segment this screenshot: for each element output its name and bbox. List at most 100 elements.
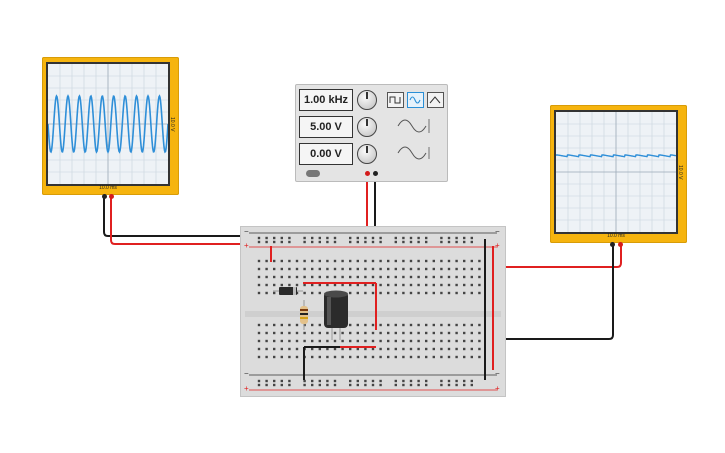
breadboard-hole[interactable]	[265, 267, 268, 271]
breadboard-hole[interactable]	[425, 383, 428, 387]
breadboard-hole[interactable]	[288, 236, 291, 240]
breadboard-hole[interactable]	[356, 331, 359, 335]
breadboard-hole[interactable]	[333, 267, 337, 271]
breadboard-hole[interactable]	[432, 331, 435, 335]
breadboard-hole[interactable]	[463, 275, 466, 279]
breadboard-hole[interactable]	[265, 291, 268, 295]
breadboard-hole[interactable]	[447, 383, 451, 387]
breadboard-hole[interactable]	[409, 323, 413, 327]
breadboard-hole[interactable]	[364, 379, 367, 383]
breadboard-hole[interactable]	[303, 283, 306, 287]
breadboard-hole[interactable]	[273, 323, 276, 327]
triangle-wave-button[interactable]	[427, 92, 444, 108]
breadboard-hole[interactable]	[257, 355, 261, 359]
breadboard-hole[interactable]	[463, 383, 466, 387]
breadboard-hole[interactable]	[417, 291, 420, 295]
breadboard-hole[interactable]	[425, 259, 428, 263]
breadboard-hole[interactable]	[440, 267, 443, 271]
breadboard-hole[interactable]	[371, 339, 375, 343]
breadboard-hole[interactable]	[447, 240, 451, 244]
breadboard-hole[interactable]	[326, 259, 329, 263]
breadboard-hole[interactable]	[356, 236, 359, 240]
breadboard-hole[interactable]	[455, 259, 458, 263]
breadboard-hole[interactable]	[425, 331, 428, 335]
breadboard-hole[interactable]	[402, 383, 405, 387]
breadboard-hole[interactable]	[333, 339, 337, 343]
breadboard-hole[interactable]	[371, 323, 375, 327]
breadboard-hole[interactable]	[379, 283, 382, 287]
breadboard-hole[interactable]	[394, 383, 397, 387]
breadboard-hole[interactable]	[402, 379, 405, 383]
breadboard-hole[interactable]	[417, 331, 420, 335]
breadboard-hole[interactable]	[341, 347, 344, 351]
breadboard-hole[interactable]	[470, 236, 473, 240]
breadboard-hole[interactable]	[257, 323, 261, 327]
breadboard-hole[interactable]	[447, 267, 451, 271]
breadboard-hole[interactable]	[440, 339, 443, 343]
breadboard-hole[interactable]	[379, 267, 382, 271]
breadboard-hole[interactable]	[417, 383, 420, 387]
breadboard-hole[interactable]	[341, 275, 344, 279]
breadboard-hole[interactable]	[463, 379, 466, 383]
oscilloscope-right[interactable]: 10.0 V 10.0 ms	[550, 105, 687, 247]
frequency-knob[interactable]	[357, 90, 377, 110]
breadboard-hole[interactable]	[288, 275, 291, 279]
breadboard-hole[interactable]	[425, 267, 428, 271]
breadboard-hole[interactable]	[265, 275, 268, 279]
breadboard-hole[interactable]	[311, 355, 314, 359]
breadboard-hole[interactable]	[432, 283, 435, 287]
breadboard-hole[interactable]	[356, 323, 359, 327]
breadboard-hole[interactable]	[409, 259, 413, 263]
breadboard-hole[interactable]	[303, 275, 306, 279]
breadboard-hole[interactable]	[371, 283, 375, 287]
oscilloscope-left[interactable]: 10.0 V 10.0 ms	[42, 57, 179, 199]
breadboard-hole[interactable]	[394, 240, 397, 244]
breadboard-hole[interactable]	[303, 323, 306, 327]
breadboard-hole[interactable]	[371, 240, 375, 244]
breadboard-hole[interactable]	[425, 275, 428, 279]
breadboard-hole[interactable]	[387, 275, 390, 279]
breadboard-hole[interactable]	[470, 259, 473, 263]
breadboard-hole[interactable]	[318, 355, 321, 359]
breadboard-hole[interactable]	[371, 347, 375, 351]
breadboard-hole[interactable]	[333, 347, 337, 351]
breadboard-hole[interactable]	[311, 331, 314, 335]
breadboard-hole[interactable]	[425, 240, 428, 244]
breadboard-hole[interactable]	[326, 355, 329, 359]
breadboard-hole[interactable]	[455, 331, 458, 335]
breadboard-hole[interactable]	[409, 240, 413, 244]
breadboard-hole[interactable]	[432, 323, 435, 327]
breadboard-hole[interactable]	[409, 291, 413, 295]
breadboard-hole[interactable]	[311, 347, 314, 351]
breadboard-hole[interactable]	[440, 240, 443, 244]
breadboard-hole[interactable]	[318, 283, 321, 287]
breadboard-hole[interactable]	[311, 291, 314, 295]
breadboard-hole[interactable]	[333, 259, 337, 263]
breadboard-hole[interactable]	[478, 259, 481, 263]
breadboard-hole[interactable]	[257, 240, 261, 244]
breadboard-hole[interactable]	[371, 383, 375, 387]
breadboard-hole[interactable]	[257, 339, 261, 343]
breadboard-hole[interactable]	[280, 267, 283, 271]
breadboard-hole[interactable]	[417, 379, 420, 383]
breadboard-hole[interactable]	[402, 275, 405, 279]
breadboard-hole[interactable]	[280, 355, 283, 359]
power-switch[interactable]	[306, 170, 320, 177]
function-generator-terminal-red[interactable]	[365, 171, 370, 176]
breadboard-hole[interactable]	[356, 355, 359, 359]
breadboard-hole[interactable]	[371, 379, 375, 383]
breadboard-hole[interactable]	[288, 323, 291, 327]
breadboard-hole[interactable]	[273, 383, 276, 387]
breadboard-hole[interactable]	[326, 267, 329, 271]
breadboard-hole[interactable]	[455, 339, 458, 343]
breadboard-hole[interactable]	[280, 240, 283, 244]
breadboard-hole[interactable]	[333, 379, 337, 383]
breadboard-hole[interactable]	[356, 383, 359, 387]
breadboard-hole[interactable]	[311, 275, 314, 279]
breadboard-hole[interactable]	[265, 236, 268, 240]
square-wave-button[interactable]	[387, 92, 404, 108]
breadboard-hole[interactable]	[447, 379, 451, 383]
breadboard-hole[interactable]	[288, 383, 291, 387]
breadboard-hole[interactable]	[295, 347, 299, 351]
breadboard-hole[interactable]	[440, 236, 443, 240]
